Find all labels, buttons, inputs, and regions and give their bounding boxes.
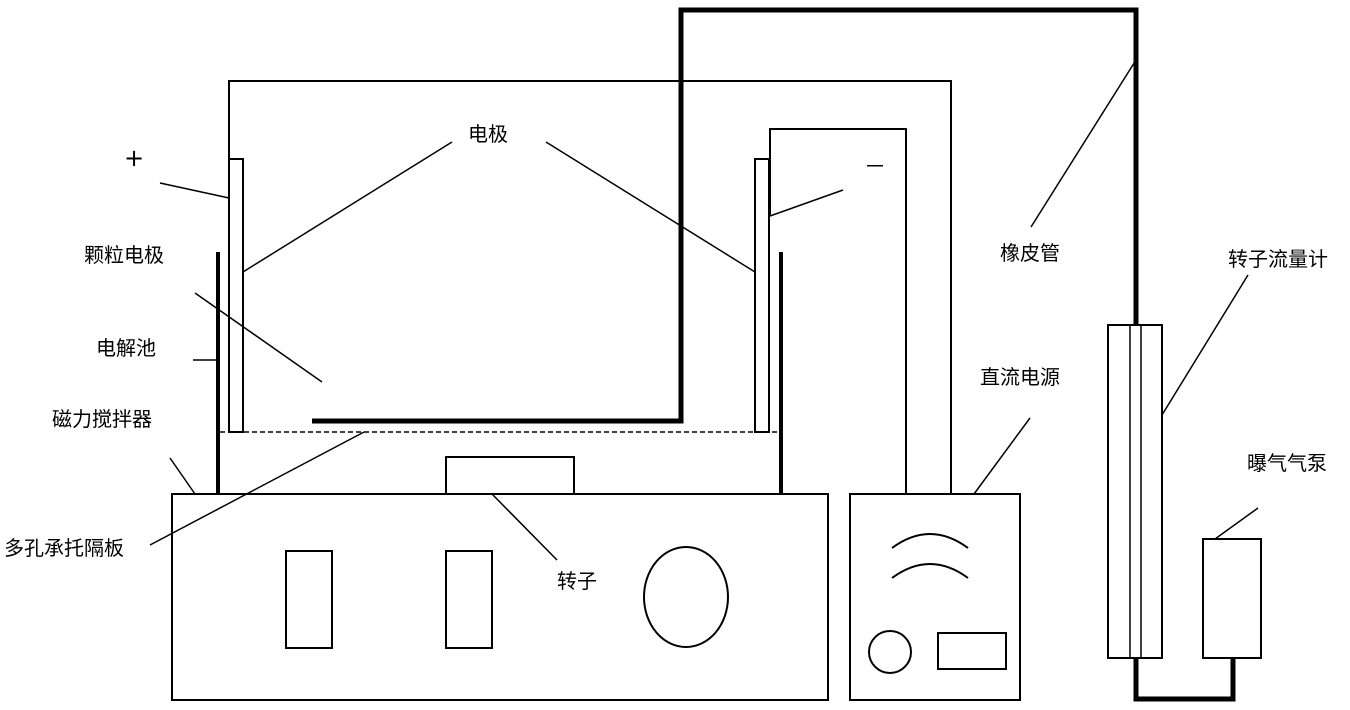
label-electrode: 电极 xyxy=(468,122,508,146)
label-air-pump: 曝气气泵 xyxy=(1247,451,1327,475)
stir-bar xyxy=(445,456,575,495)
label-stir-bar: 转子 xyxy=(557,569,597,593)
stirrer-right-switch xyxy=(445,550,493,649)
stirrer-left-switch xyxy=(285,550,333,649)
stirrer-knob xyxy=(643,546,729,648)
positive-wire xyxy=(228,80,952,494)
minus-leader xyxy=(769,189,844,217)
electrode-leader-left xyxy=(242,141,453,273)
power-knob xyxy=(868,630,912,674)
air-pump-body xyxy=(1202,538,1262,659)
label-plus: + xyxy=(124,144,144,172)
air-pump-leader xyxy=(1214,507,1259,540)
plus-leader xyxy=(159,182,230,199)
power-display xyxy=(937,632,1007,670)
left-electrode xyxy=(228,158,244,433)
stir-bar-leader xyxy=(491,493,558,561)
electrode-leader-right xyxy=(545,141,756,273)
right-electrode xyxy=(754,158,770,433)
magnetic-stirrer-body xyxy=(171,493,829,701)
label-particle-electrode: 颗粒电极 xyxy=(84,243,164,267)
magnetic-stirrer-leader xyxy=(169,457,196,495)
power-meter-arc-upper xyxy=(891,533,969,549)
particle-electrode-leader xyxy=(194,292,323,383)
porous-plate-leader xyxy=(149,431,365,546)
dc-power-leader xyxy=(973,417,1031,495)
label-electrolytic-cell: 电解池 xyxy=(96,336,156,360)
rotameter-leader xyxy=(1161,274,1249,416)
label-minus: － xyxy=(864,155,886,180)
negative-wire xyxy=(769,128,907,494)
label-rubber-tube: 橡皮管 xyxy=(1000,241,1060,265)
label-rotameter: 转子流量计 xyxy=(1228,247,1328,271)
power-meter-arc-lower xyxy=(891,563,969,579)
rotameter-body xyxy=(1107,324,1163,659)
pump-tube xyxy=(1133,658,1236,702)
label-porous-plate: 多孔承托隔板 xyxy=(4,536,124,560)
label-dc-power: 直流电源 xyxy=(980,365,1060,389)
rubber-tube-leader xyxy=(1030,59,1137,228)
label-magnetic-stirrer: 磁力搅拌器 xyxy=(52,407,152,431)
aeration-pipe xyxy=(312,7,1139,424)
